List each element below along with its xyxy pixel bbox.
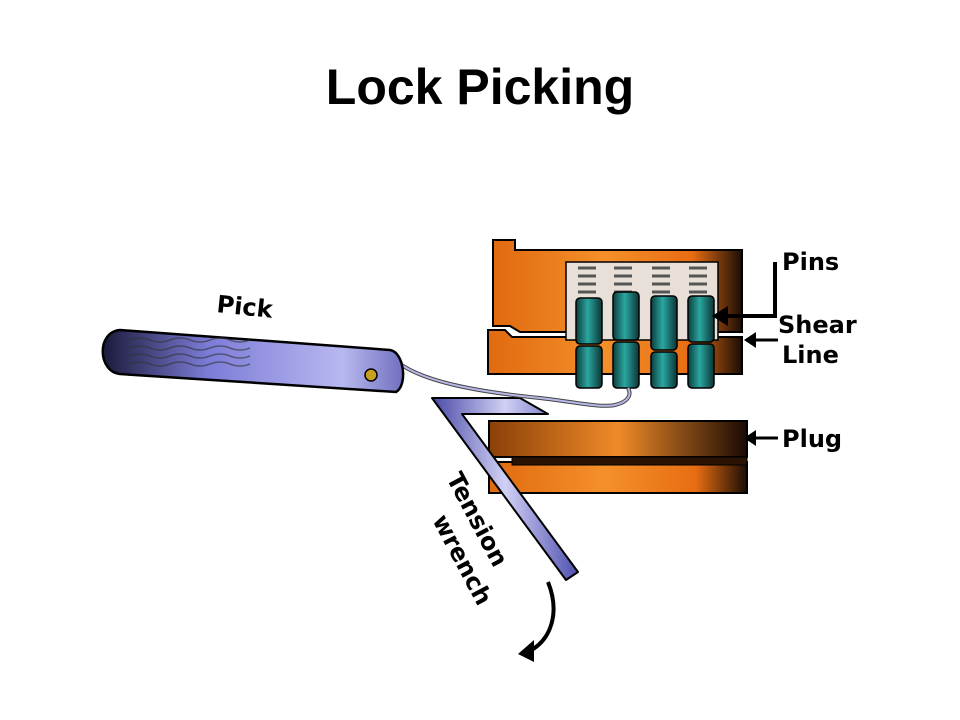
lock-pick (101, 328, 632, 408)
tension-wrench (431, 397, 579, 581)
rotation-arrow-icon (518, 581, 556, 662)
label-arrows (712, 262, 778, 446)
pin-stacks (575, 291, 715, 389)
label-shear: Shear (778, 311, 857, 339)
label-line: Line (782, 341, 839, 369)
lock-plug (488, 420, 748, 494)
spring-coils (578, 266, 707, 294)
label-plug: Plug (782, 425, 842, 453)
slide-title: Lock Picking (325, 59, 635, 115)
label-pins: Pins (782, 248, 839, 276)
label-pick: Pick (215, 290, 275, 324)
